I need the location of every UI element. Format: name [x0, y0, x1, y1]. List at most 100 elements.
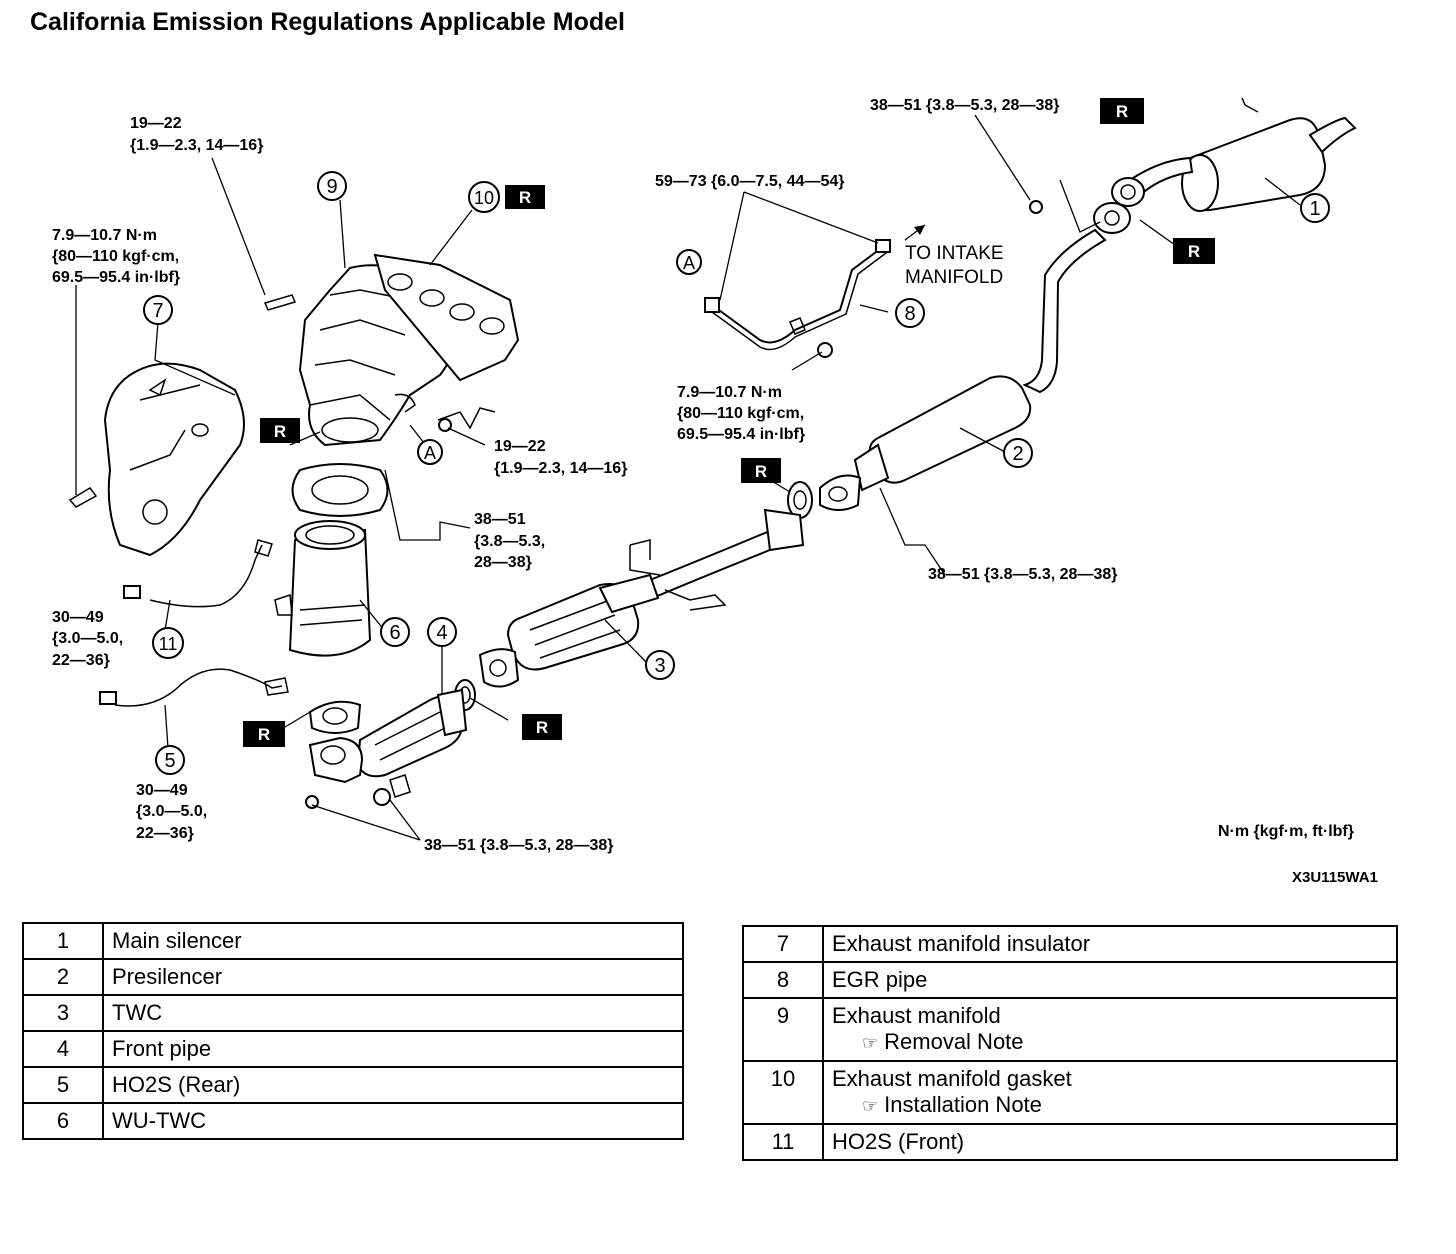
part-name-cell: WU-TWC	[102, 1102, 684, 1140]
torque-line: {1.9—2.3, 14—16}	[494, 460, 627, 477]
part-name: Presilencer	[112, 964, 223, 989]
pointing-hand-icon: ☞	[862, 1033, 879, 1053]
part-name-cell: Front pipe	[102, 1030, 684, 1068]
callout-7-label: 7	[152, 300, 163, 322]
figure-code: X3U115WA1	[1292, 869, 1378, 886]
table-row: 6 WU-TWC	[22, 1102, 684, 1140]
torque-line: {1.9—2.3, 14—16}	[130, 137, 263, 154]
part-name: WU-TWC	[112, 1108, 207, 1133]
torque-label-wutwc-nut: 38—51 {3.8—5.3, 28—38}	[474, 511, 545, 571]
callout-6-label: 6	[389, 622, 400, 644]
part-name-cell: Exhaust manifold gasket☞Installation Not…	[822, 1060, 1398, 1125]
part-number: 5	[22, 1066, 104, 1104]
replace-badge-label: R	[274, 422, 286, 441]
table-row: 3 TWC	[22, 994, 684, 1032]
silencer-flange	[1029, 177, 1145, 234]
torque-line: 69.5—95.4 in·lbf}	[52, 269, 180, 286]
part-name-cell: Main silencer	[102, 922, 684, 960]
torque-line: 69.5—95.4 in·lbf}	[677, 426, 805, 443]
connector-a-egr-label: A	[683, 253, 695, 273]
part-number: 7	[742, 925, 824, 963]
table-row: 5 HO2S (Rear)	[22, 1066, 684, 1104]
torque-label-ho2s-rear: 30—49 {3.0—5.0, 22—36}	[136, 782, 207, 842]
insulator-bolt	[68, 487, 98, 508]
torque-label-egr-bottom: 7.9—10.7 N·m {80—110 kgf·cm, 69.5—95.4 i…	[677, 384, 805, 443]
part-name-cell: Exhaust manifold insulator	[822, 925, 1398, 963]
callout-8: 8	[895, 298, 925, 328]
replace-badge: R	[243, 721, 285, 747]
procedure-note-label: Removal Note	[884, 1029, 1024, 1054]
torque-line: {80—110 kgf·cm,	[52, 248, 179, 265]
part-number: 10	[742, 1060, 824, 1125]
callout-4: 4	[427, 617, 457, 647]
replace-badge-label: R	[519, 188, 531, 207]
replace-badge: R	[260, 418, 300, 443]
part-number: 8	[742, 961, 824, 999]
callout-4-label: 4	[436, 622, 447, 644]
torque-label-presilencer: 38—51 {3.8—5.3, 28—38}	[928, 566, 1117, 583]
pointing-hand-icon: ☞	[862, 1096, 879, 1116]
torque-label-manifold-top: 19—22 {1.9—2.3, 14—16}	[130, 115, 263, 154]
part-name: Front pipe	[112, 1036, 212, 1061]
connector-a-manifold-label: A	[424, 443, 436, 463]
to-intake-label: MANIFOLD	[905, 267, 1003, 288]
part-number: 4	[22, 1030, 104, 1068]
egr-pipe	[704, 239, 891, 358]
part-name: Exhaust manifold	[832, 1003, 1001, 1028]
part-name-cell: HO2S (Rear)	[102, 1066, 684, 1104]
presilencer	[819, 228, 1107, 511]
replace-badge: R	[522, 714, 562, 740]
part-name-cell: HO2S (Front)	[822, 1123, 1398, 1161]
part-name: HO2S (Rear)	[112, 1072, 241, 1097]
callout-9: 9	[317, 171, 347, 201]
torque-line: 19—22	[130, 115, 182, 132]
part-name-cell: Presilencer	[102, 958, 684, 996]
page-title: California Emission Regulations Applicab…	[30, 8, 625, 36]
manifold-stud	[437, 407, 496, 430]
table-row: 4 Front pipe	[22, 1030, 684, 1068]
torque-line: 7.9—10.7 N·m	[52, 227, 157, 244]
replace-badge-label: R	[1116, 102, 1128, 121]
units-note: N·m {kgf·m, ft·lbf}	[1218, 823, 1354, 840]
exhaust-system-diagram: 1 2 3 4 5 6 7 8 9 10 11 A	[52, 97, 1378, 886]
part-number: 2	[22, 958, 104, 996]
front-pipe-gasket	[308, 700, 362, 734]
torque-line: 22—36}	[136, 825, 194, 842]
replace-badge: R	[741, 458, 781, 483]
callout-6: 6	[380, 617, 410, 647]
procedure-note[interactable]: ☞Removal Note	[832, 1029, 1388, 1056]
connector-a-manifold: A	[417, 439, 443, 465]
part-number: 6	[22, 1102, 104, 1140]
callout-5: 5	[155, 745, 185, 775]
table-row: 7 Exhaust manifold insulator	[742, 925, 1398, 963]
part-name: Exhaust manifold insulator	[832, 931, 1091, 956]
callout-1-label: 1	[1309, 198, 1320, 220]
callout-3-label: 3	[654, 655, 665, 677]
twc-converter	[478, 573, 660, 688]
part-number: 9	[742, 997, 824, 1062]
torque-line: {3.0—5.0,	[52, 630, 123, 647]
connector-a-egr: A	[676, 249, 702, 275]
wu-twc	[274, 463, 389, 657]
callout-8-label: 8	[904, 303, 915, 325]
torque-label-ho2s-front: 30—49 {3.0—5.0, 22—36}	[52, 609, 123, 669]
torque-line: {3.0—5.0,	[136, 803, 207, 820]
replace-badge-label: R	[1188, 242, 1200, 261]
callout-5-label: 5	[164, 750, 175, 772]
part-name: TWC	[112, 1000, 163, 1025]
front-pipe	[305, 688, 468, 809]
ho2s-front	[123, 539, 273, 608]
procedure-note[interactable]: ☞Installation Note	[832, 1092, 1388, 1119]
replace-badge: R	[1173, 238, 1215, 264]
replace-badge: R	[1100, 98, 1144, 124]
torque-line: 30—49	[136, 782, 188, 799]
torque-label-silencer: 38—51 {3.8—5.3, 28—38}	[870, 97, 1059, 114]
torque-line: {3.8—5.3,	[474, 533, 545, 550]
procedure-note-label: Installation Note	[884, 1092, 1042, 1117]
part-number: 3	[22, 994, 104, 1032]
